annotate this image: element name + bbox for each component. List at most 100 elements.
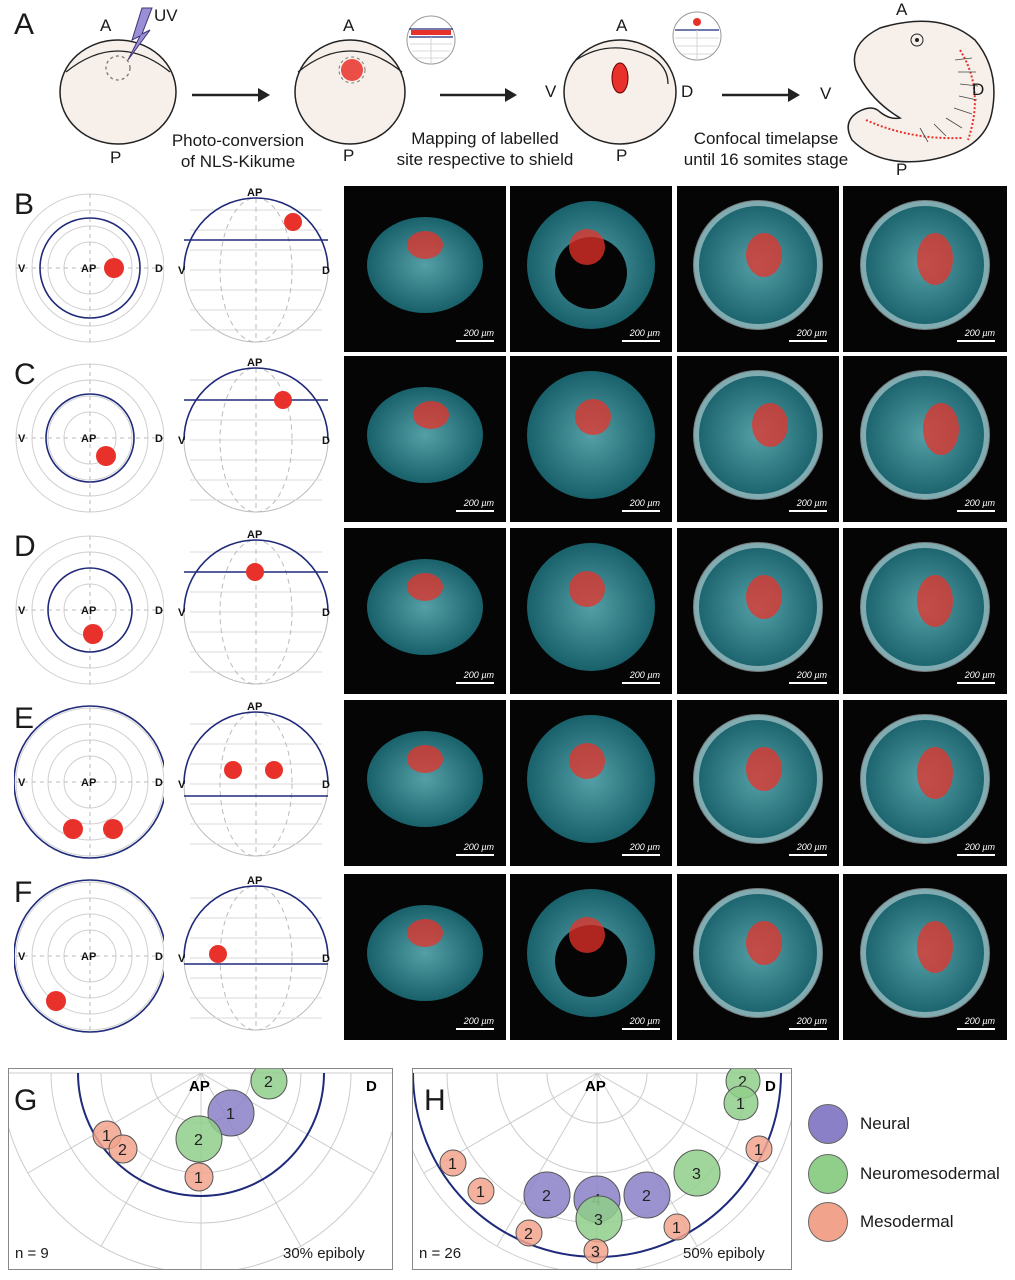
- scale-label: 200 µm: [629, 1016, 660, 1026]
- embryo-image: [367, 731, 483, 827]
- label-spot: [103, 819, 123, 839]
- panel-label-b: B: [14, 188, 35, 221]
- panel-label-c: C: [14, 358, 36, 391]
- anterior-label-1: A: [100, 16, 112, 35]
- scale-bar: [789, 340, 827, 342]
- legend-label-mesodermal: Mesodermal: [860, 1212, 954, 1231]
- panel-label-d: D: [14, 530, 36, 563]
- clone-circle-mesodermal: [745, 1135, 773, 1163]
- clone-circle-mesodermal: [663, 1213, 691, 1241]
- scale-bar: [622, 510, 660, 512]
- micrograph-e-2: 200 µm: [510, 700, 672, 866]
- panel-label-g: G: [14, 1084, 38, 1117]
- scale-label: 200 µm: [463, 328, 494, 338]
- scale-label: 200 µm: [796, 670, 827, 680]
- clone-circle-neural: [523, 1171, 571, 1219]
- micrograph-f-3: 200 µm: [677, 874, 839, 1040]
- micrograph-e-1: 200 µm: [344, 700, 506, 866]
- embryo-image: [693, 714, 823, 844]
- scale-label: 200 µm: [463, 670, 494, 680]
- micrograph-b-2: 200 µm: [510, 186, 672, 352]
- embryo-image: [860, 542, 990, 672]
- micrograph-d-3: 200 µm: [677, 528, 839, 694]
- posterior-label-4: P: [896, 160, 908, 179]
- embryo-image: [527, 543, 655, 671]
- anterior-label-3: A: [616, 16, 628, 35]
- label-spot: [284, 213, 302, 231]
- d-label: D: [322, 265, 330, 277]
- legend-item-neuromesodermal: Neuromesodermal: [808, 1154, 1000, 1194]
- clone-count: 2: [264, 1074, 273, 1091]
- dorsal-label-3: D: [681, 82, 694, 101]
- panel-label-h: H: [424, 1084, 446, 1117]
- clone-circle-neuromesodermal: [175, 1115, 223, 1163]
- plot-h-stage: 50% epiboly: [683, 1245, 765, 1262]
- embryo-somite-stage: [847, 20, 995, 163]
- scale-label: 200 µm: [629, 328, 660, 338]
- ap-label: AP: [81, 951, 96, 963]
- ventral-label-4: V: [820, 84, 832, 103]
- micrograph-f-1: 200 µm: [344, 874, 506, 1040]
- v-label: V: [18, 263, 26, 275]
- ap-label: AP: [247, 187, 262, 199]
- scale-bar: [789, 1028, 827, 1030]
- embryo-image: [367, 905, 483, 1001]
- posterior-label-2: P: [343, 146, 355, 165]
- scale-label: 200 µm: [463, 498, 494, 508]
- v-label: V: [178, 607, 186, 619]
- uv-bolt-icon: [127, 7, 153, 61]
- v-label: V: [18, 951, 26, 963]
- ap-label: AP: [247, 701, 262, 713]
- v-label: V: [178, 435, 186, 447]
- ap-label: AP: [247, 529, 262, 541]
- micrograph-c-4: 200 µm: [843, 356, 1007, 522]
- clone-count: 1: [448, 1156, 457, 1173]
- v-label: V: [178, 779, 186, 791]
- embryo-image: [693, 200, 823, 330]
- scale-bar: [622, 854, 660, 856]
- scale-label: 200 µm: [796, 1016, 827, 1026]
- ap-label: AP: [189, 1078, 210, 1095]
- step-timelapse: Confocal timelapse until 16 somites stag…: [676, 128, 856, 170]
- legend-swatch-neuromesodermal: [808, 1154, 848, 1194]
- scale-bar: [456, 682, 494, 684]
- ap-label: AP: [247, 875, 262, 887]
- step3-line2: until 16 somites stage: [683, 150, 849, 169]
- label-spot: [224, 761, 242, 779]
- d-label: D: [155, 263, 163, 275]
- embryo-image: [693, 542, 823, 672]
- d-label: D: [366, 1078, 377, 1095]
- clone-count: 1: [194, 1170, 203, 1187]
- micrograph-d-4: 200 µm: [843, 528, 1007, 694]
- scale-bar: [622, 340, 660, 342]
- clone-count: 2: [118, 1142, 127, 1159]
- label-spot: [209, 945, 227, 963]
- clone-count: 2: [524, 1226, 533, 1243]
- arrow-icon: [505, 88, 517, 102]
- micrograph-c-1: 200 µm: [344, 356, 506, 522]
- scale-bar: [957, 854, 995, 856]
- label-spot: [83, 624, 103, 644]
- legend-label-neuromesodermal: Neuromesodermal: [860, 1164, 1000, 1183]
- ap-label: AP: [81, 433, 96, 445]
- ap-label: AP: [81, 605, 96, 617]
- plot-h-n: n = 26: [419, 1245, 462, 1262]
- step-mapping: Mapping of labelled site respective to s…: [385, 128, 585, 170]
- clone-count: 1: [102, 1128, 111, 1145]
- embryo-image: [527, 201, 655, 329]
- embryo-image: [367, 559, 483, 655]
- label-spot: [63, 819, 83, 839]
- arrow-icon: [258, 88, 270, 102]
- embryo-image: [367, 217, 483, 313]
- scale-bar: [789, 854, 827, 856]
- micrograph-d-2: 200 µm: [510, 528, 672, 694]
- clone-count: 2: [194, 1132, 203, 1149]
- micrograph-e-4: 200 µm: [843, 700, 1007, 866]
- micrograph-b-3: 200 µm: [677, 186, 839, 352]
